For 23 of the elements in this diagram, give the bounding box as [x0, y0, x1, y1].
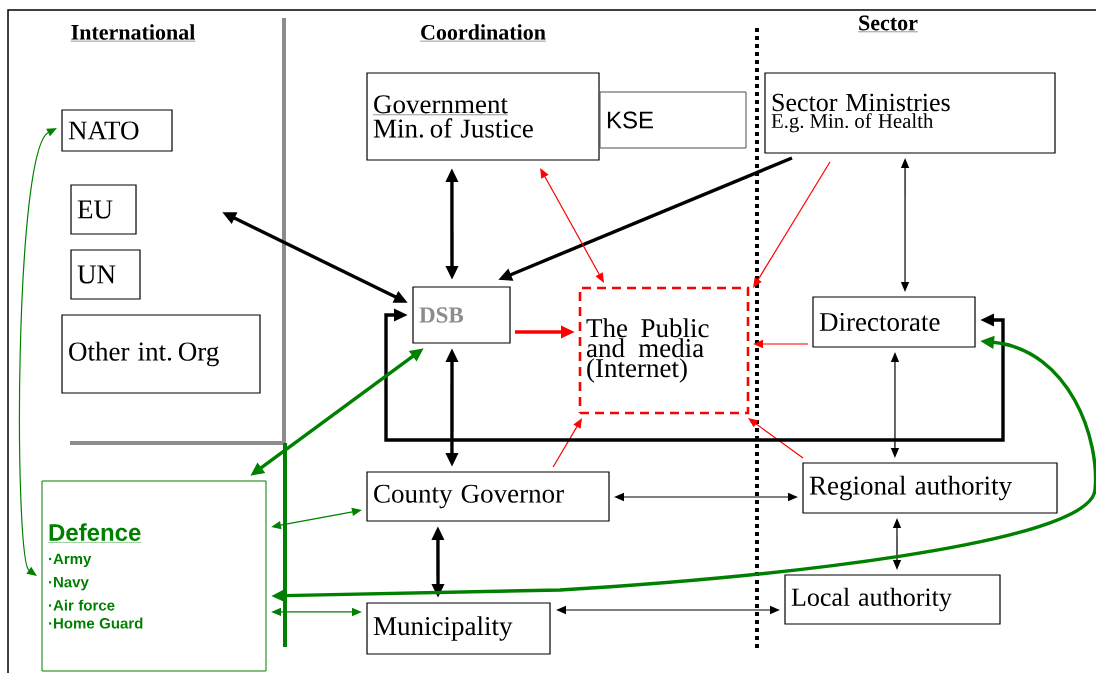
org-box: County Governor — [366, 471, 610, 522]
org-box: KSE — [599, 91, 747, 149]
org-box: Municipality — [366, 602, 551, 655]
org-box: Defence ·Army ·Navy ·Air force ·Home Guard — [41, 480, 267, 672]
org-box: EU — [70, 184, 137, 235]
double-arrow — [540, 168, 604, 283]
arrow — [552, 418, 582, 468]
arrow — [753, 161, 831, 288]
column-heading: International — [70, 24, 196, 42]
org-box: Local authority — [784, 574, 1001, 625]
arrow — [748, 418, 804, 459]
org-box: NATO — [61, 109, 173, 152]
org-box: DSB — [412, 286, 511, 344]
column-heading: Coordination — [419, 24, 547, 42]
double-arrow — [384, 308, 1005, 442]
column-heading: Sector — [857, 15, 919, 32]
curved-double-arrow — [18, 128, 57, 576]
org-box: Sector Ministries E.g. Min. of Health — [764, 72, 1056, 154]
org-box: Regional authority — [802, 462, 1058, 514]
org-box: UN — [70, 249, 141, 300]
org-box: Other int. Org — [61, 314, 261, 394]
dashed-box: The Public and media (Internet) — [578, 286, 750, 415]
org-box: Directorate — [812, 296, 976, 348]
